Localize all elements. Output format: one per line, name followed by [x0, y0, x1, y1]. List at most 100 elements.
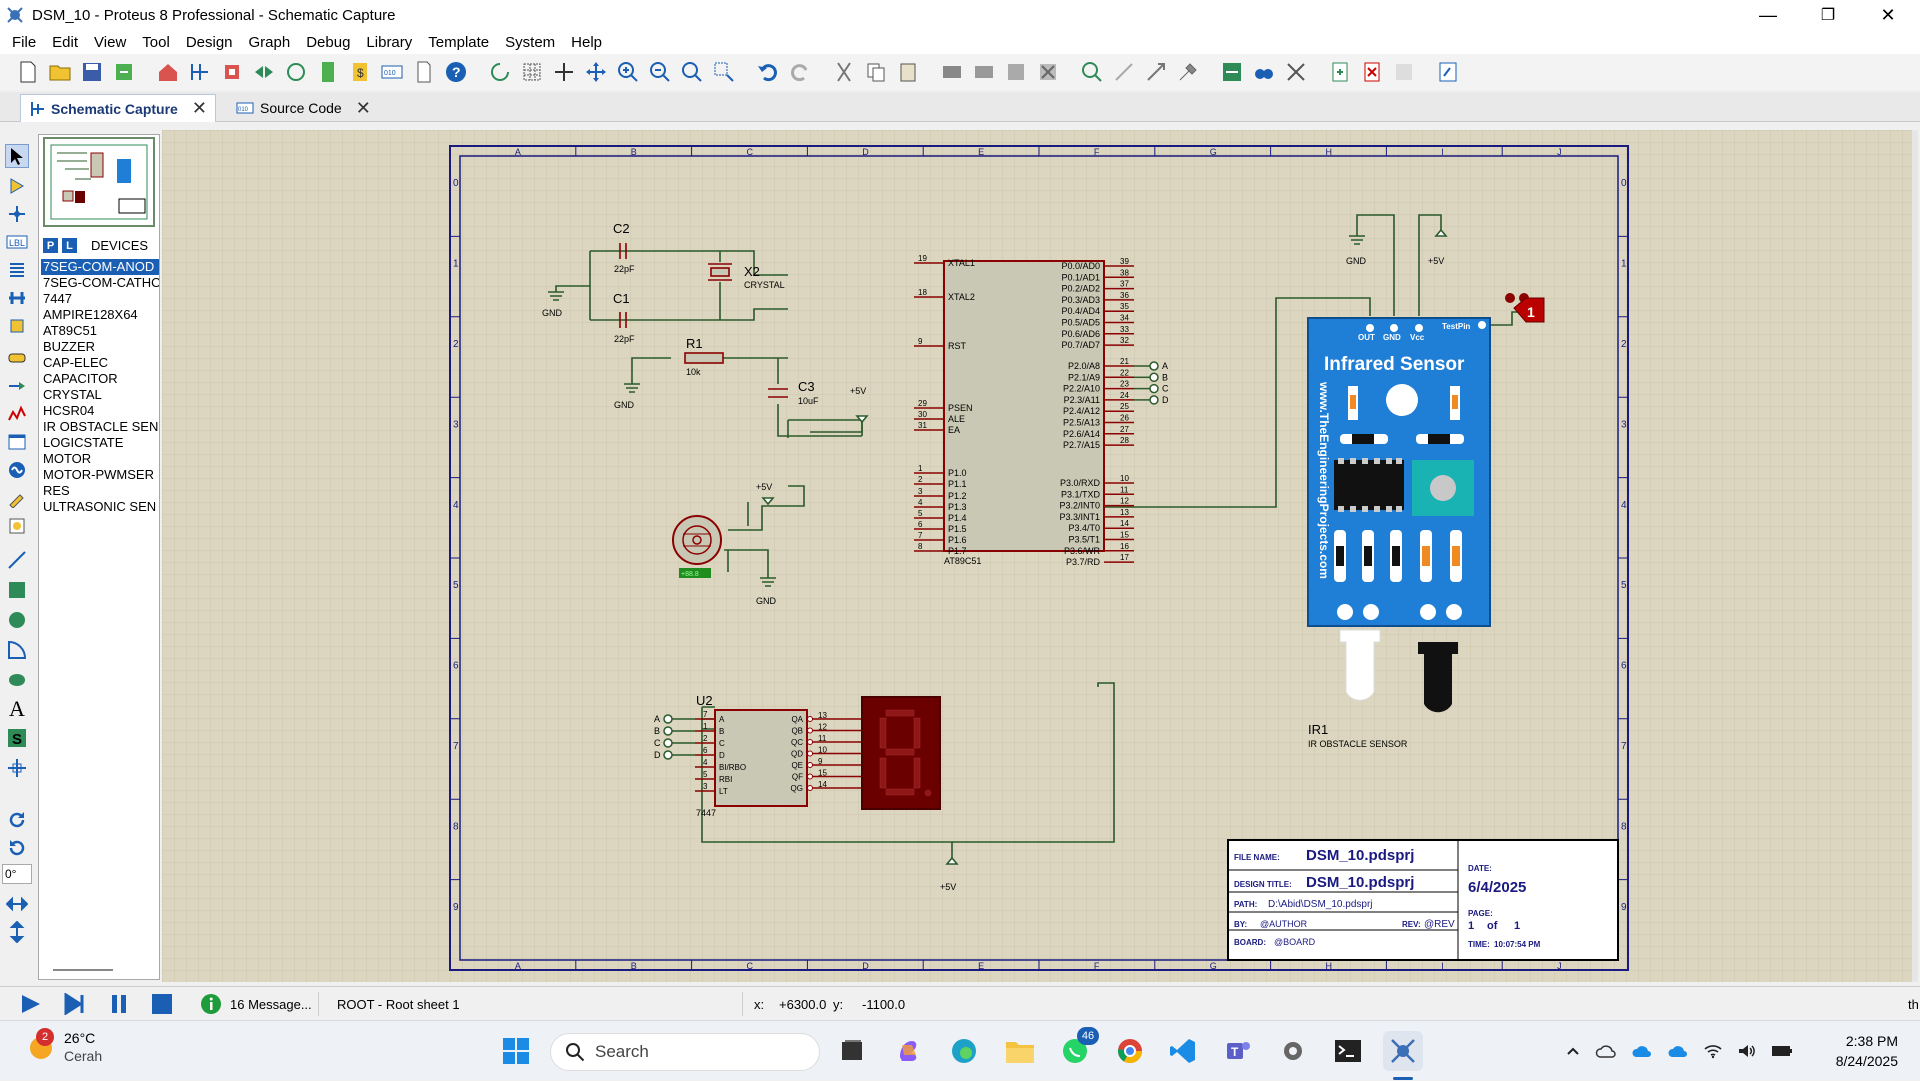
home-icon[interactable] [154, 58, 182, 86]
selection-mode-icon[interactable] [5, 144, 29, 168]
device-list-item[interactable]: BUZZER [43, 339, 95, 354]
circle-tool-icon[interactable] [5, 608, 29, 632]
box-tool-icon[interactable] [5, 578, 29, 602]
device-list-item[interactable]: AMPIRE128X64 [43, 307, 138, 322]
vscode-icon[interactable] [1163, 1031, 1203, 1071]
device-list-item[interactable]: ULTRASONIC SEN [43, 499, 157, 514]
help-icon[interactable]: ? [442, 58, 470, 86]
device-list-item[interactable]: 7SEG-COM-CATHO [43, 275, 159, 290]
onedrive-icon[interactable] [1631, 1043, 1653, 1059]
wire-autorouter-icon[interactable] [1218, 58, 1246, 86]
exit-parent-icon[interactable] [1390, 58, 1418, 86]
junction-dot-icon[interactable] [5, 202, 29, 226]
port-terminal[interactable] [1149, 361, 1159, 371]
vertical-scrollbar[interactable] [1912, 130, 1918, 982]
device-list-item[interactable]: CAPACITOR [43, 371, 118, 386]
cloud-icon[interactable] [1595, 1043, 1617, 1059]
close-tab-icon[interactable]: ✕ [355, 97, 371, 118]
minimize-button[interactable]: — [1759, 4, 1777, 25]
source-code-icon[interactable]: 010 [378, 58, 406, 86]
pick-device-icon[interactable] [1078, 58, 1106, 86]
wire-label-icon[interactable]: LBL [5, 230, 29, 254]
device-list-item[interactable]: IR OBSTACLE SEN [43, 419, 159, 434]
edge-browser-icon[interactable] [944, 1031, 984, 1071]
block-delete-icon[interactable] [1034, 58, 1062, 86]
battery-icon[interactable] [1771, 1043, 1793, 1059]
path-tool-icon[interactable] [5, 668, 29, 692]
symbol-tool-icon[interactable]: S [5, 726, 29, 750]
taskbar-clock[interactable]: 2:38 PM 8/24/2025 [1836, 1031, 1898, 1071]
stop-button[interactable] [150, 987, 174, 1021]
device-list-item[interactable]: MOTOR-PWMSER [43, 467, 154, 482]
text-tool-icon[interactable]: A [5, 696, 29, 720]
packaging-tool-icon[interactable] [1142, 58, 1170, 86]
notes-icon[interactable] [410, 58, 438, 86]
arc-tool-icon[interactable] [5, 638, 29, 662]
graph-mode-icon[interactable] [5, 402, 29, 426]
step-button[interactable] [62, 987, 88, 1021]
open-folder-icon[interactable] [46, 58, 74, 86]
chrome-icon[interactable] [1110, 1031, 1150, 1071]
list-scroll-indicator[interactable] [53, 969, 113, 971]
marker-tool-icon[interactable] [5, 756, 29, 780]
component-mode-icon[interactable] [5, 174, 29, 198]
virtual-instruments-icon[interactable] [5, 514, 29, 538]
save-icon[interactable] [78, 58, 106, 86]
menu-system[interactable]: System [505, 33, 556, 51]
buses-icon[interactable] [5, 286, 29, 310]
task-view-icon[interactable] [832, 1031, 872, 1071]
menu-help[interactable]: Help [571, 33, 603, 51]
rotate-anticlockwise-icon[interactable] [5, 836, 29, 860]
settings-gear-icon[interactable] [1273, 1031, 1313, 1071]
tape-recorder-icon[interactable] [5, 430, 29, 454]
device-list-item[interactable]: CAP-ELEC [43, 355, 109, 370]
menu-debug[interactable]: Debug [306, 33, 351, 51]
terminal-icon[interactable] [1328, 1031, 1368, 1071]
decoder-input-terminal[interactable] [663, 738, 673, 748]
new-file-icon[interactable] [14, 58, 42, 86]
bom-icon[interactable] [314, 58, 342, 86]
menu-graph[interactable]: Graph [248, 33, 291, 51]
rotate-clockwise-icon[interactable] [5, 808, 29, 832]
zoom-out-icon[interactable] [646, 58, 674, 86]
port-terminal[interactable] [1149, 383, 1159, 394]
pick-devices-button[interactable]: P [43, 238, 58, 253]
3d-viewer-icon[interactable] [282, 58, 310, 86]
device-list-item[interactable]: HCSR04 [43, 403, 95, 418]
copilot-icon[interactable] [888, 1031, 928, 1071]
voltage-probe-icon[interactable] [5, 486, 29, 510]
menu-design[interactable]: Design [185, 33, 233, 51]
close-tab-icon[interactable]: ✕ [191, 98, 207, 118]
subcircuit-icon[interactable] [5, 314, 29, 338]
device-list-item[interactable]: AT89C51 [43, 323, 97, 338]
block-rotate-icon[interactable] [1002, 58, 1030, 86]
gerber-icon[interactable] [250, 58, 278, 86]
generator-icon[interactable] [5, 458, 29, 482]
start-button[interactable] [496, 1031, 536, 1071]
taskbar-search[interactable]: Search [550, 1033, 820, 1071]
cost-icon[interactable]: $ [346, 58, 374, 86]
device-list-item[interactable]: 7SEG-COM-ANOD [41, 259, 159, 275]
teams-icon[interactable]: T [1218, 1031, 1258, 1071]
origin-icon[interactable] [550, 58, 578, 86]
block-copy-icon[interactable] [938, 58, 966, 86]
menu-file[interactable]: File [12, 33, 37, 51]
decoder-input-terminal[interactable] [663, 714, 673, 724]
block-move-icon[interactable] [970, 58, 998, 86]
property-tool-icon[interactable] [1282, 58, 1310, 86]
device-list-item[interactable]: MOTOR [43, 451, 92, 466]
tab-source-code[interactable]: 010 Source Code ✕ [228, 94, 379, 122]
menu-view[interactable]: View [94, 33, 127, 51]
wifi-icon[interactable] [1703, 1043, 1723, 1059]
volume-icon[interactable] [1737, 1043, 1757, 1059]
file-explorer-icon[interactable] [1000, 1031, 1040, 1071]
decoder-input-terminal[interactable] [663, 750, 673, 760]
line-tool-icon[interactable] [5, 548, 29, 572]
rotation-angle-field[interactable]: 0° [2, 864, 32, 884]
zoom-all-icon[interactable] [678, 58, 706, 86]
chevron-up-icon[interactable] [1565, 1043, 1581, 1059]
menu-tool[interactable]: Tool [142, 33, 170, 51]
decoder-input-terminal[interactable] [663, 726, 673, 736]
